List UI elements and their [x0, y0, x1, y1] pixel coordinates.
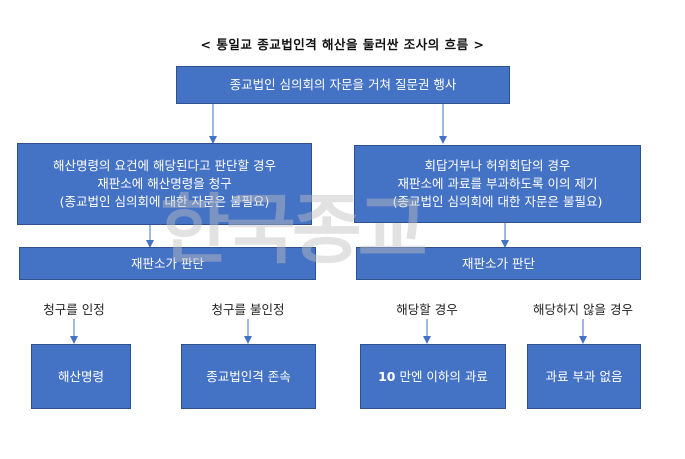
- fine-text: 만엔 이하의 과료: [395, 368, 488, 384]
- left-condition-line-2: 재판소에 해산명령을 청구: [97, 176, 232, 191]
- right-outcome-1-label: 해당할 경우: [396, 302, 458, 317]
- top-inquiry-box: 종교법인 심의회의 자문을 거쳐 질문권 행사: [176, 66, 510, 104]
- result-dissolution-box: 해산명령: [31, 344, 131, 409]
- right-condition-line-1: 회답거부나 허위회답의 경우: [424, 158, 571, 173]
- right-condition-line-3: (종교법인 심의회에 대한 자문은 불필요): [392, 194, 603, 209]
- right-condition-box: 회답거부나 허위회답의 경우 재판소에 과료를 부과하도록 이의 제기 (종교법…: [354, 145, 641, 223]
- diagram-title: < 통일교 종교법인격 해산을 둘러싼 조사의 흐름 >: [200, 37, 485, 52]
- left-condition-line-3: (종교법인 심의회에 대한 자문은 불필요): [59, 194, 270, 209]
- left-court-box: 재판소가 판단: [19, 247, 316, 280]
- result-fine-box: 10 만엔 이하의 과료: [360, 344, 506, 409]
- right-condition-line-2: 재판소에 과료를 부과하도록 이의 제기: [397, 176, 598, 191]
- left-outcome-1-label: 청구를 인정: [43, 302, 105, 317]
- fine-amount: 10: [378, 368, 396, 384]
- right-court-box: 재판소가 판단: [356, 247, 641, 280]
- result-no-fine-box: 과료 부과 없음: [527, 344, 641, 409]
- right-outcome-2-label: 해당하지 않을 경우: [533, 302, 633, 317]
- result-status-maintained-box: 종교법인격 존속: [181, 344, 316, 409]
- left-condition-box: 해산명령의 요건에 해당된다고 판단할 경우 재판소에 해산명령을 청구 (종교…: [17, 143, 312, 225]
- left-condition-line-1: 해산명령의 요건에 해당된다고 판단할 경우: [53, 158, 276, 173]
- left-outcome-2-label: 청구를 불인정: [211, 302, 285, 317]
